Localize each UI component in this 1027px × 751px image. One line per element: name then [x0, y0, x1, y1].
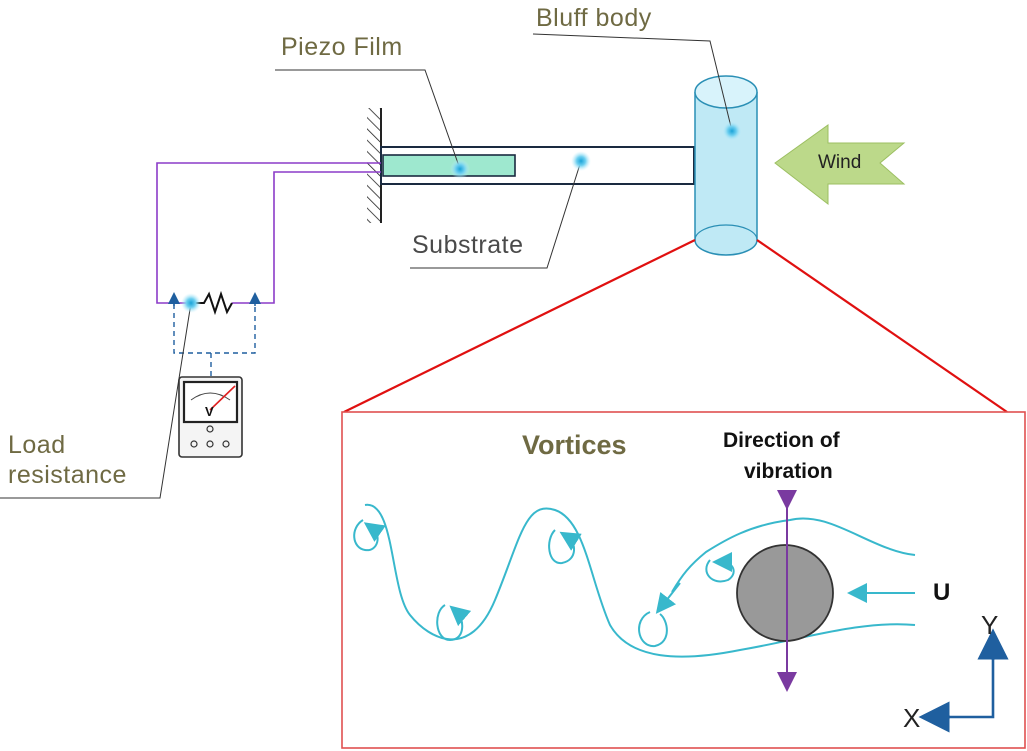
meter-probe-lines: [173, 304, 256, 376]
substrate-beam: [380, 146, 695, 185]
axis-y-label: Y: [981, 610, 999, 640]
fixed-wall: [367, 108, 382, 223]
wind-label: Wind: [818, 152, 862, 173]
coordinate-axes: [918, 628, 1009, 733]
load-resistance-label-line1: Load: [8, 431, 66, 459]
zoom-line-right: [756, 239, 1008, 413]
bluff-body-label: Bluff body: [536, 4, 652, 32]
direction-label-line2: vibration: [744, 460, 833, 483]
load-resistance-label-line2: resistance: [8, 461, 127, 489]
bluff-body-cylinder: [694, 75, 758, 256]
cylinder-cross-section: [736, 544, 834, 642]
substrate-label: Substrate: [412, 231, 524, 259]
vortex-streamlines: [353, 503, 916, 658]
resistor-symbol: [192, 290, 233, 316]
wind-arrow: [774, 124, 906, 206]
voltmeter-symbol: V: [205, 404, 214, 419]
piezo-film: [382, 154, 516, 177]
circuit-wires: [156, 162, 381, 304]
voltmeter-icon: [178, 376, 243, 458]
axis-x-label: X: [903, 703, 921, 733]
direction-label-line1: Direction of: [723, 429, 840, 452]
vortices-label: Vortices: [522, 430, 627, 460]
zoom-detail-box: [341, 411, 1026, 749]
piezo-film-label: Piezo Film: [281, 33, 403, 61]
flow-velocity-label: U: [933, 579, 951, 606]
zoom-line-left: [343, 239, 696, 413]
